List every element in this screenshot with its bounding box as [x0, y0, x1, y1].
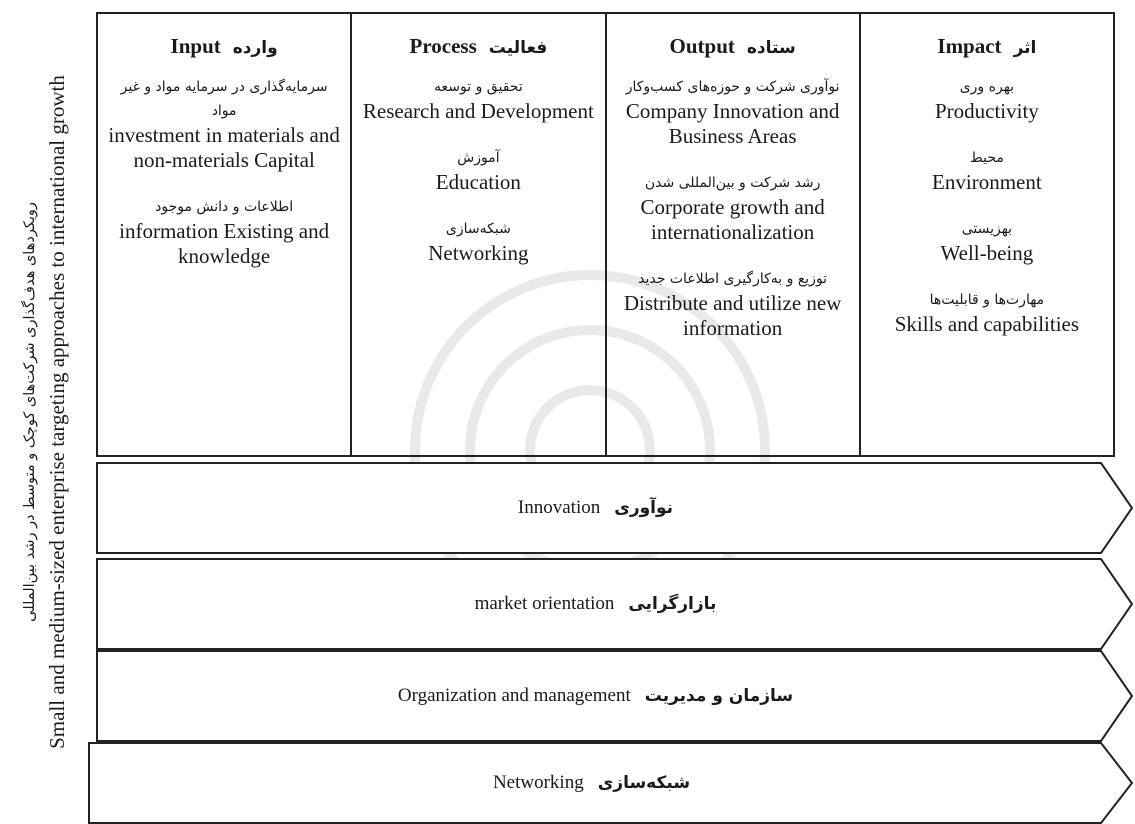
- item-en: Corporate growth and internationalizatio…: [640, 195, 825, 244]
- column-header: Input وارده: [106, 34, 342, 59]
- item-fa: سرمایه‌گذاری در سرمایه مواد و غیر مواد: [120, 79, 328, 119]
- item-en: Skills and capabilities: [894, 312, 1080, 336]
- item-fa: تحقیق و توسعه: [434, 79, 523, 95]
- list-item: تحقیق و توسعه Research and Development: [360, 75, 596, 124]
- column-header: Impact اثر: [869, 34, 1105, 59]
- header-fa: وارده: [232, 38, 278, 58]
- item-fa: آموزش: [457, 150, 500, 166]
- list-item: سرمایه‌گذاری در سرمایه مواد و غیر مواد i…: [106, 75, 342, 173]
- side-caption-fa: رویکردهای هدف‌گذاری شرکت‌های کوچک و متوس…: [22, 202, 38, 622]
- band-arrow-shape: [96, 650, 1134, 742]
- header-en: Process: [409, 34, 477, 58]
- band-arrow-shape: [96, 558, 1134, 650]
- item-en: Company Innovation and Business Areas: [625, 99, 840, 148]
- band-label-en: market orientation: [474, 593, 615, 614]
- list-item: آموزش Education: [360, 146, 596, 195]
- logic-model-table: Input وارده سرمایه‌گذاری در سرمایه مواد …: [96, 12, 1115, 457]
- item-fa: نوآوری شرکت و حوزه‌های کسب‌وکار: [625, 79, 840, 95]
- header-fa: اثر: [1013, 38, 1037, 58]
- column-header: Output ستاده: [615, 34, 851, 59]
- item-en: Distribute and utilize new information: [623, 291, 842, 340]
- band-label-en: Networking: [492, 772, 584, 793]
- column-process: Process فعالیت تحقیق و توسعه Research an…: [352, 14, 607, 455]
- band-market-orientation: market orientation بازارگرایی: [96, 558, 1135, 650]
- header-en: Input: [170, 34, 221, 58]
- header-fa: فعالیت: [488, 38, 548, 58]
- item-fa: مهارت‌ها و قابلیت‌ها: [929, 292, 1045, 308]
- header-en: Output: [669, 34, 735, 58]
- band-label-fa: سازمان و مدیریت: [644, 686, 794, 706]
- column-output: Output ستاده نوآوری شرکت و حوزه‌های کسب‌…: [607, 14, 861, 455]
- list-item: بهره وری Productivity: [869, 75, 1105, 124]
- header-en: Impact: [937, 34, 1002, 58]
- header-fa: ستاده: [746, 38, 796, 58]
- list-item: شبکه‌سازی Networking: [360, 217, 596, 266]
- column-header: Process فعالیت: [360, 34, 596, 59]
- list-item: محیط Environment: [869, 146, 1105, 195]
- list-item: بهزیستی Well-being: [869, 217, 1105, 266]
- column-input: Input وارده سرمایه‌گذاری در سرمایه مواد …: [98, 14, 353, 455]
- band-label-fa: شبکه‌سازی: [597, 773, 691, 793]
- band-label-fa: نوآوری: [614, 498, 674, 518]
- list-item: نوآوری شرکت و حوزه‌های کسب‌وکار Company …: [615, 75, 851, 149]
- band-label-en: Innovation: [517, 497, 601, 518]
- band-label-en: Organization and management: [397, 685, 631, 706]
- item-en: Environment: [932, 170, 1042, 194]
- band-organization-management: Organization and management سازمان و مدی…: [96, 650, 1135, 742]
- item-en: Productivity: [934, 99, 1039, 123]
- item-fa: محیط: [969, 150, 1004, 166]
- item-fa: بهره وری: [959, 79, 1015, 95]
- item-fa: اطلاعات و دانش موجود: [155, 199, 294, 215]
- item-fa: رشد شرکت و بین‌المللی شدن: [644, 175, 821, 191]
- item-fa: توزیع و به‌کارگیری اطلاعات جدید: [638, 271, 828, 287]
- band-label-fa: بازارگرایی: [628, 594, 717, 614]
- band-arrow-shape: [96, 462, 1134, 554]
- band-networking: Networking شبکه‌سازی: [88, 742, 1135, 824]
- band-arrow-shape: [88, 742, 1134, 824]
- side-caption-en: Small and medium-sized enterprise target…: [45, 75, 69, 749]
- list-item: توزیع و به‌کارگیری اطلاعات جدید Distribu…: [615, 267, 851, 341]
- list-item: مهارت‌ها و قابلیت‌ها Skills and capabili…: [869, 288, 1105, 337]
- item-en: Research and Development: [362, 99, 594, 123]
- list-item: رشد شرکت و بین‌المللی شدن Corporate grow…: [615, 171, 851, 245]
- item-en: investment in materials and non-material…: [108, 123, 340, 172]
- band-innovation: Innovation نوآوری: [96, 462, 1135, 554]
- column-impact: Impact اثر بهره وری Productivity محیط En…: [861, 14, 1113, 455]
- item-en: Education: [435, 170, 521, 194]
- item-en: Networking: [428, 241, 529, 265]
- item-fa: شبکه‌سازی: [445, 221, 511, 237]
- list-item: اطلاعات و دانش موجود information Existin…: [106, 195, 342, 269]
- item-fa: بهزیستی: [961, 221, 1013, 237]
- item-en: information Existing and knowledge: [119, 219, 330, 268]
- side-caption: رویکردهای هدف‌گذاری شرکت‌های کوچک و متوس…: [0, 0, 88, 824]
- item-en: Well-being: [940, 241, 1034, 265]
